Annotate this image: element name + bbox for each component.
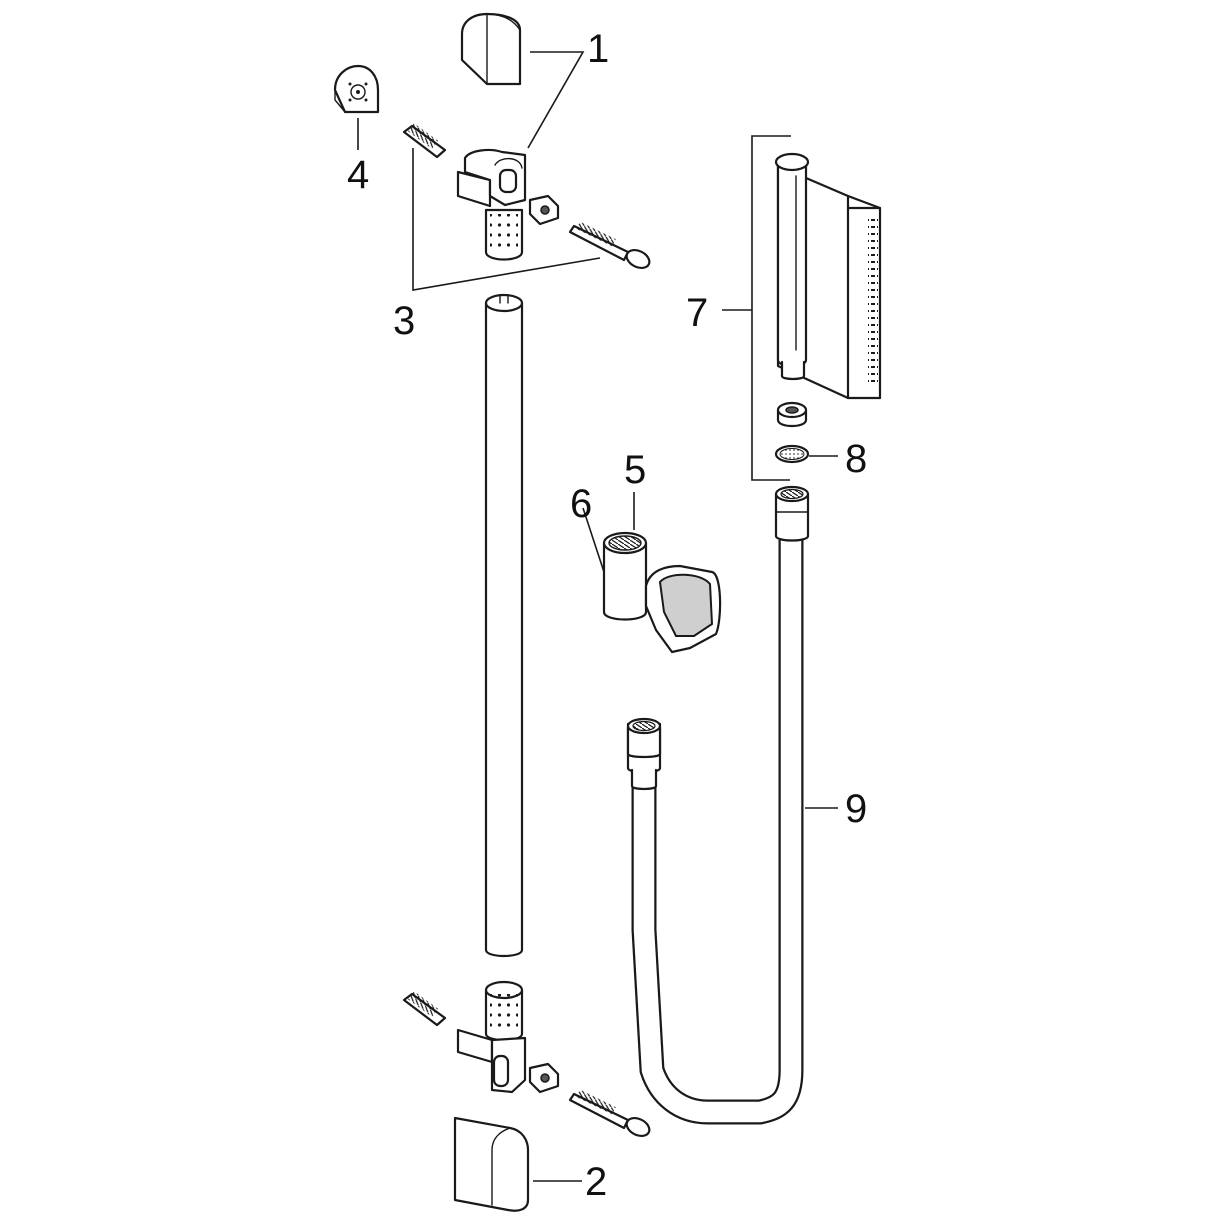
slide-rail-part	[484, 293, 524, 958]
callout-7: 7	[686, 291, 708, 335]
shower-hose-part	[626, 485, 810, 1125]
leader-lines	[357, 51, 838, 1182]
callout-1: 1	[587, 27, 609, 71]
end-cap-part	[333, 64, 380, 114]
hand-shower-part	[774, 152, 882, 400]
top-cover-part	[460, 12, 522, 86]
lower-wall-bracket-part	[402, 980, 651, 1138]
callout-4: 4	[347, 153, 369, 197]
callout-3: 3	[393, 299, 415, 343]
slider-holder-part	[602, 531, 722, 654]
callout-5: 5	[624, 448, 646, 492]
callout-2: 2	[585, 1160, 607, 1204]
bottom-cover-part	[453, 1116, 530, 1212]
callout-6: 6	[570, 482, 592, 526]
callout-9: 9	[845, 787, 867, 831]
washer-filter-part	[774, 401, 810, 464]
callout-8: 8	[845, 437, 867, 481]
upper-wall-bracket-part	[402, 123, 651, 270]
